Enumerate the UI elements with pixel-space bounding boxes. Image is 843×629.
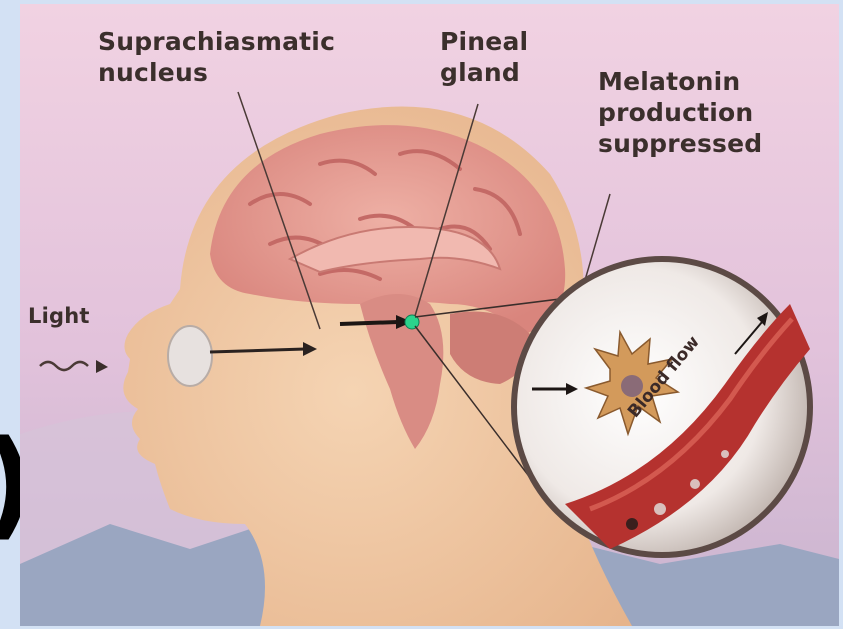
label-light: Light xyxy=(28,301,90,332)
eye-lens xyxy=(168,326,212,386)
scn-to-pineal-arrow xyxy=(340,322,398,324)
label-melatonin-suppressed: Melatonin production suppressed xyxy=(598,66,762,159)
label-pineal-gland: Pineal gland xyxy=(440,26,528,88)
brain-light-melatonin-illustration: Suprachiasmatic nucleus Pineal gland Mel… xyxy=(20,4,839,626)
label-suprachiasmatic-nucleus: Suprachiasmatic nucleus xyxy=(98,26,335,88)
